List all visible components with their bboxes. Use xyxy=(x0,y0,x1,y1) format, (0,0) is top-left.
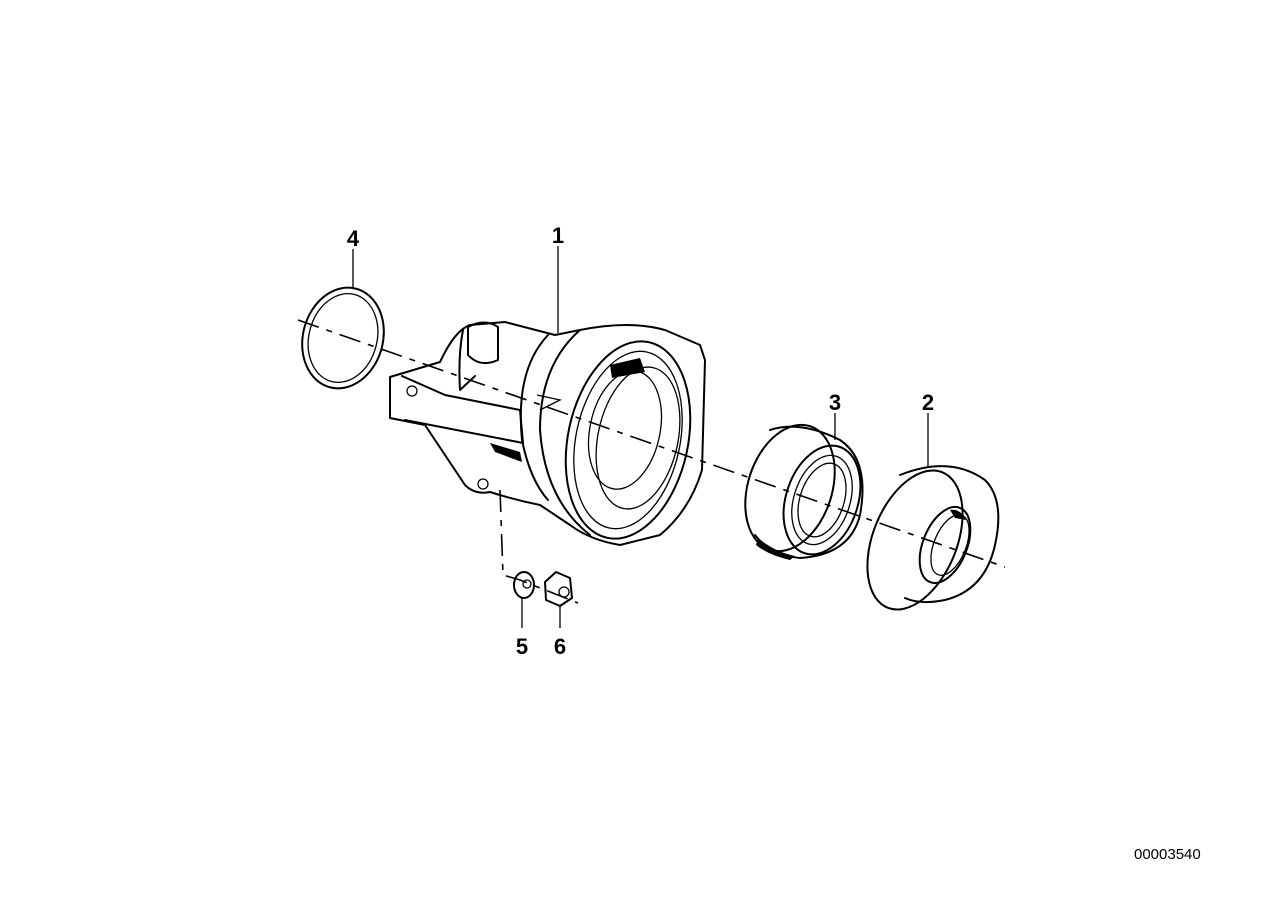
callout-1: 1 xyxy=(552,223,564,248)
image-code: 00003540 xyxy=(1134,846,1201,863)
o-ring-part xyxy=(301,286,385,390)
center-axis-line xyxy=(297,319,1006,568)
callout-5: 5 xyxy=(516,634,528,659)
callout-3: 3 xyxy=(829,390,841,415)
housing-part xyxy=(389,321,706,546)
callout-4: 4 xyxy=(347,226,360,251)
nut-part xyxy=(544,571,573,607)
stud-axis-line xyxy=(499,489,579,604)
callout-6: 6 xyxy=(554,634,566,659)
bearing-part xyxy=(744,423,864,560)
washer-part xyxy=(513,571,535,599)
shaft-seal-part xyxy=(866,465,1000,611)
callout-2: 2 xyxy=(922,390,934,415)
